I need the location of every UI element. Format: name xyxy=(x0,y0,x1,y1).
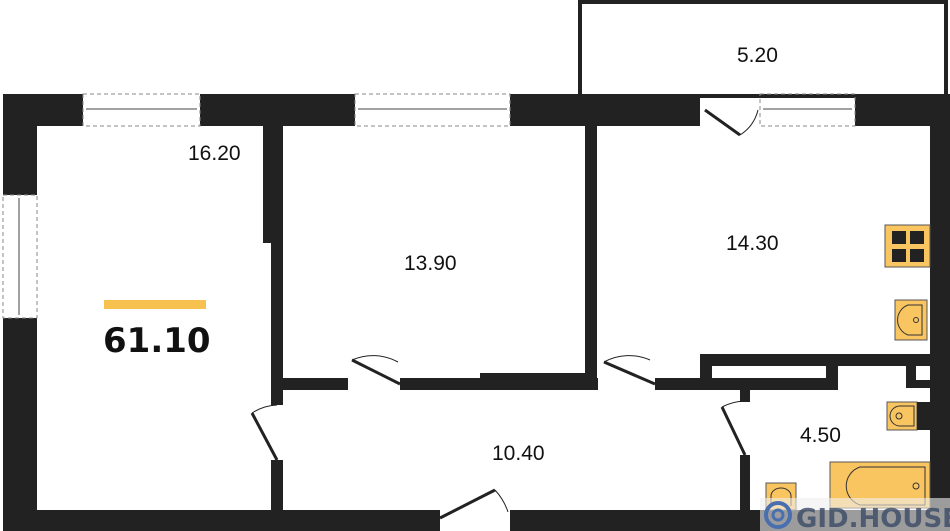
watermark-logo-icon xyxy=(764,501,792,529)
hallway-area: 10.40 xyxy=(492,442,545,465)
doors xyxy=(250,108,759,520)
living-room-area: 16.20 xyxy=(188,142,241,165)
window-panes xyxy=(18,108,852,315)
balcony-outline xyxy=(578,0,948,98)
balcony-area: 5.20 xyxy=(737,44,778,67)
kitchen-sink-icon xyxy=(894,299,928,341)
total-area: 61.10 xyxy=(103,321,211,361)
kitchen-area: 14.30 xyxy=(726,232,779,255)
watermark: GID.HOUSE xyxy=(760,498,950,531)
windows xyxy=(2,93,856,319)
toilet-icon xyxy=(886,401,930,431)
watermark-text: GID.HOUSE xyxy=(796,504,950,531)
walls xyxy=(3,94,950,531)
bedroom-area: 13.90 xyxy=(404,252,457,275)
total-area-accent-bar xyxy=(104,300,206,309)
stove-icon xyxy=(884,224,931,268)
bathroom-area: 4.50 xyxy=(800,424,841,447)
